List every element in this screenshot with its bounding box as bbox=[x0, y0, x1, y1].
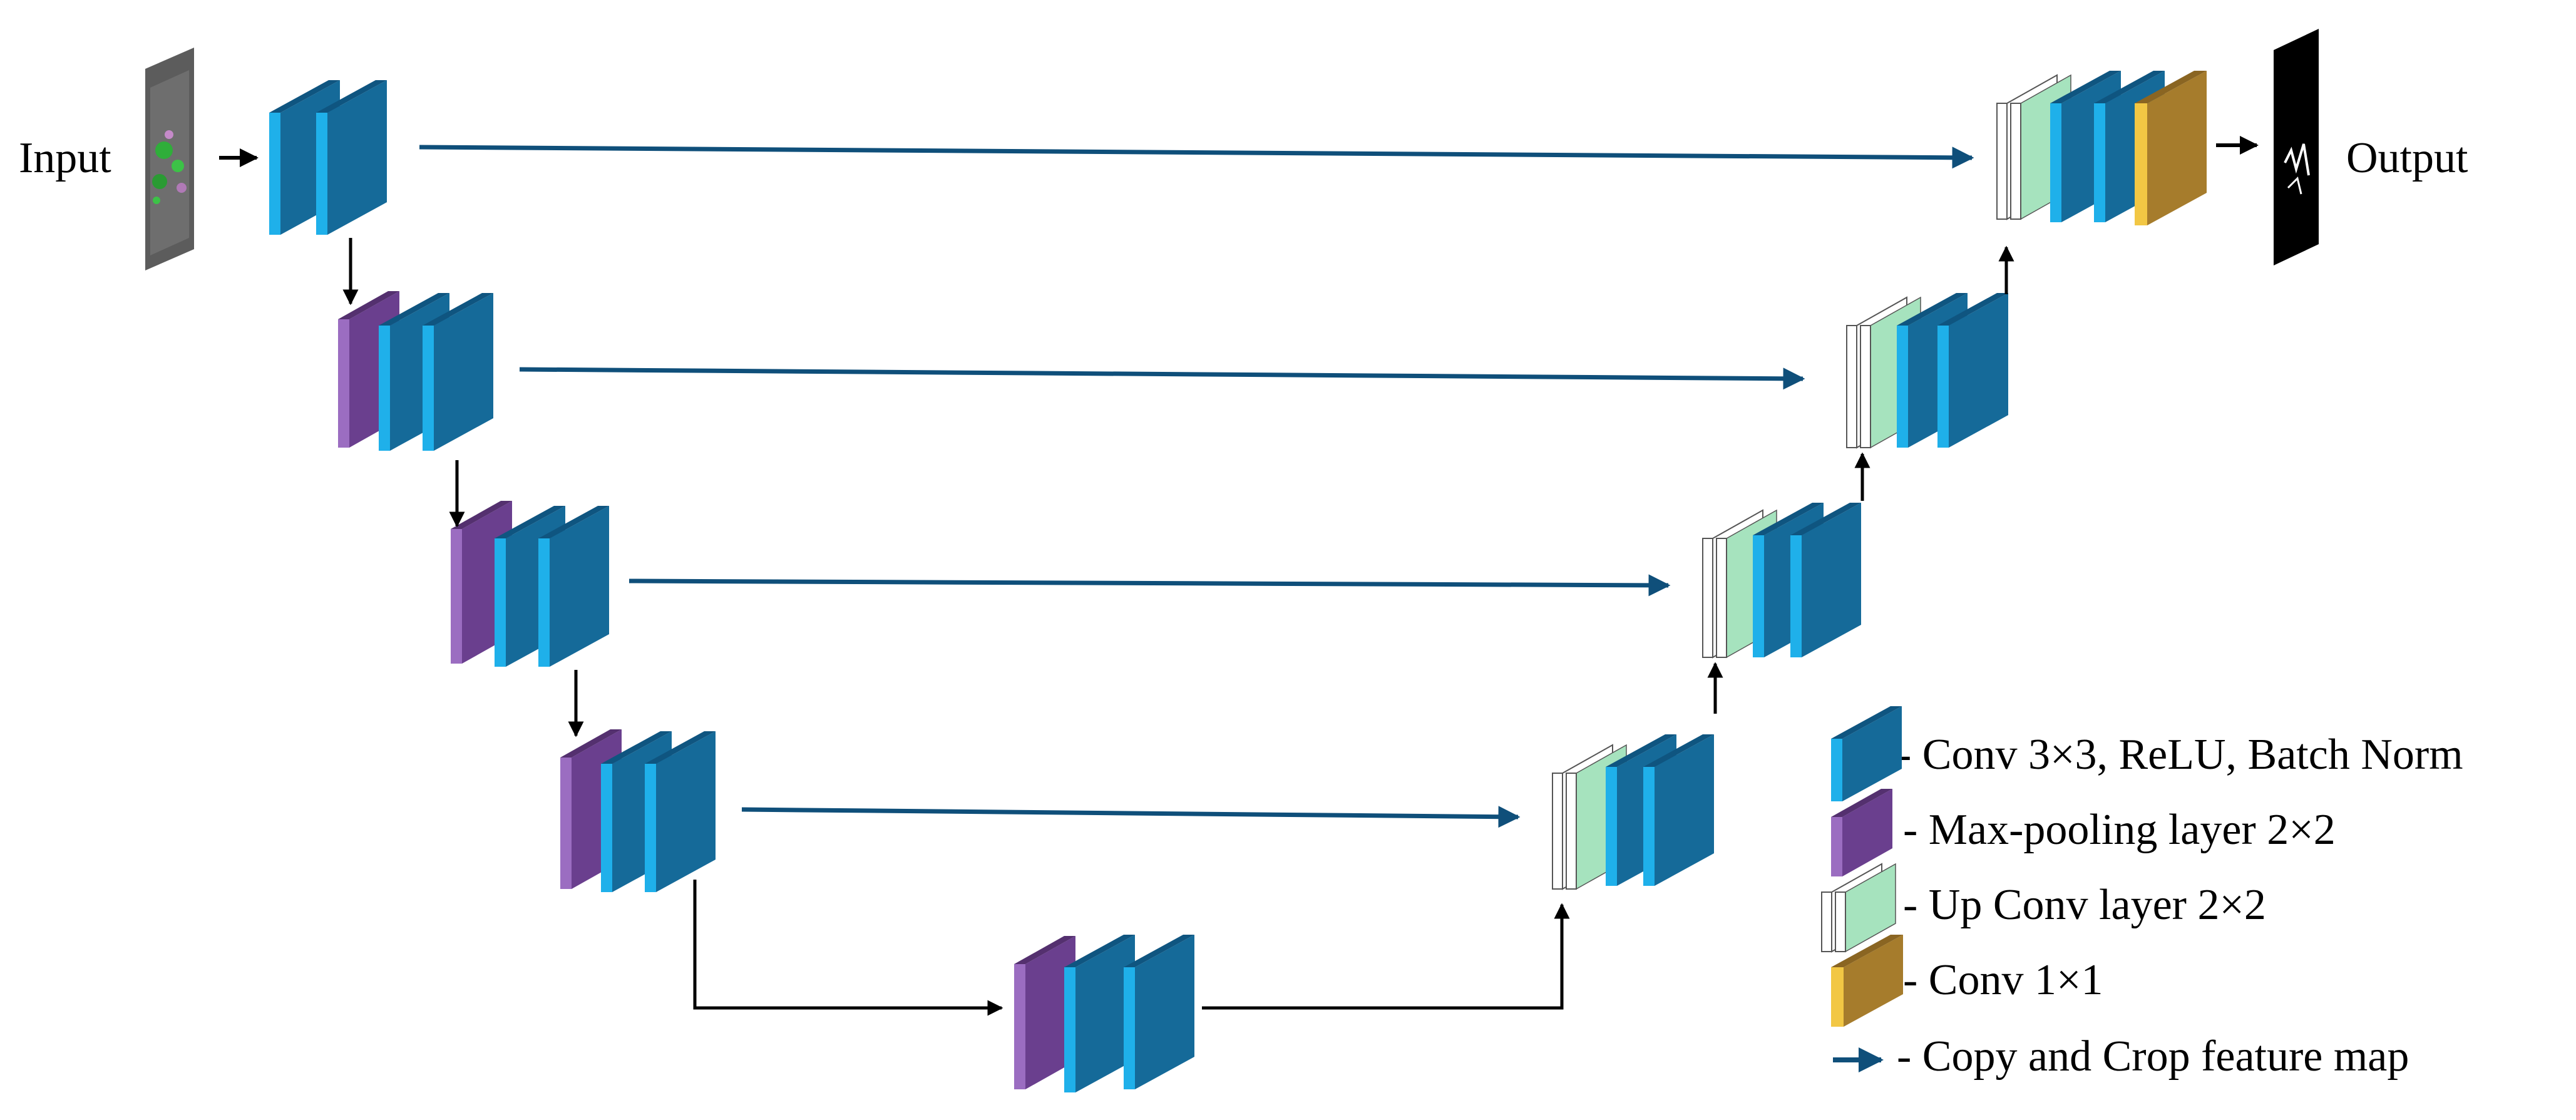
legend-text-conv: - Conv 3×3, ReLU, Batch Norm bbox=[1897, 731, 2463, 779]
output-image-icon bbox=[2274, 29, 2319, 265]
enc1-conv-b bbox=[316, 80, 387, 235]
enc3-conv-b bbox=[538, 506, 609, 667]
dec3-conv-b bbox=[1790, 503, 1861, 657]
skip-level2 bbox=[519, 367, 1805, 390]
legend-swatch-upconv bbox=[1821, 863, 1896, 953]
bottom-pool bbox=[1014, 936, 1075, 1089]
skip-level3 bbox=[629, 574, 1671, 597]
legend-swatch-conv bbox=[1831, 706, 1902, 801]
legend: - Conv 3×3, ReLU, Batch Norm - Max-pooli… bbox=[1821, 706, 2463, 1081]
legend-text-upconv: - Up Conv layer 2×2 bbox=[1903, 881, 2266, 929]
dec1-conv1x1 bbox=[2135, 71, 2207, 225]
legend-text-copy-crop: - Copy and Crop feature map bbox=[1897, 1032, 2409, 1081]
arrow-bottom-to-dec4 bbox=[1202, 903, 1570, 1010]
legend-swatch-maxpool bbox=[1831, 789, 1892, 876]
bottom-conv-a bbox=[1064, 935, 1135, 1092]
skip-level1 bbox=[419, 145, 1974, 169]
legend-text-maxpool: - Max-pooling layer 2×2 bbox=[1903, 806, 2336, 854]
dec4-conv-b bbox=[1643, 734, 1714, 886]
legend-text-conv1x1: - Conv 1×1 bbox=[1903, 956, 2103, 1004]
legend-swatch-conv1x1 bbox=[1831, 935, 1903, 1027]
network-blocks bbox=[269, 71, 2207, 1092]
network-arrows bbox=[219, 136, 2259, 1016]
arrow-enc4-to-bottom bbox=[693, 880, 1003, 1016]
output-label: Output bbox=[2346, 134, 2468, 182]
input-image-icon bbox=[145, 48, 194, 270]
enc4-conv-b bbox=[645, 731, 716, 892]
dec2-conv-b bbox=[1937, 293, 2008, 448]
bottom-conv-b bbox=[1124, 935, 1194, 1089]
enc2-conv-b bbox=[423, 293, 493, 451]
skip-level4 bbox=[741, 806, 1521, 828]
input-label: Input bbox=[19, 134, 111, 182]
